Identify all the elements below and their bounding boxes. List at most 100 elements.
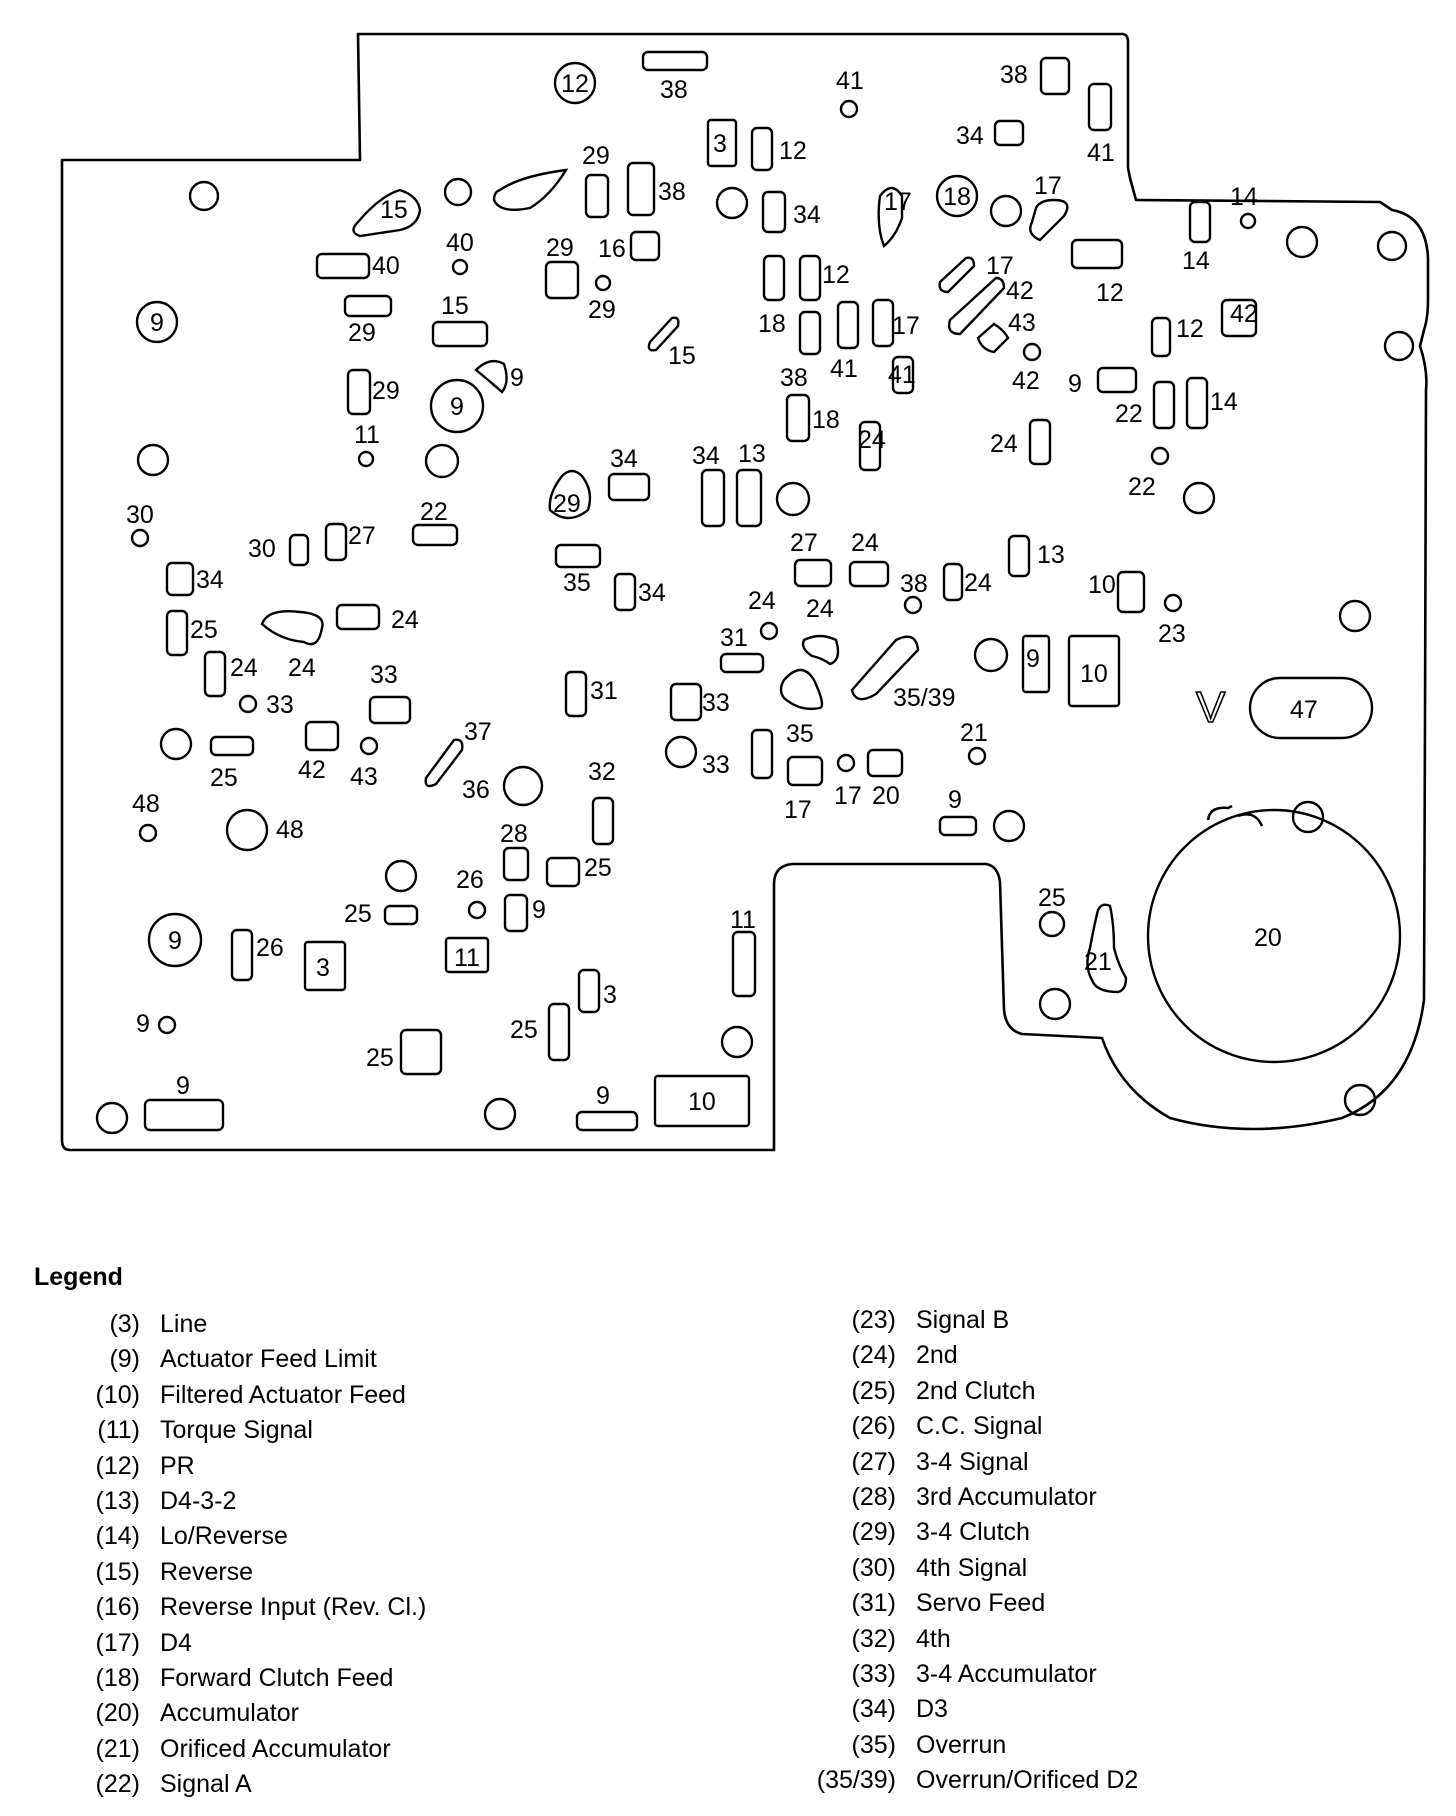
legend-item-name: C.C. Signal	[916, 1412, 1043, 1441]
label: 9	[176, 1072, 190, 1100]
legend-item: (10)Filtered Actuator Feed	[60, 1381, 426, 1416]
legend-item-name: 2nd Clutch	[916, 1376, 1036, 1405]
passage	[785, 393, 811, 443]
label: 24	[748, 587, 776, 615]
passage-35-drop	[779, 668, 824, 711]
circled-label-ring	[429, 378, 485, 434]
legend-item-name: Overrun/Orificed D2	[916, 1766, 1139, 1795]
hole	[664, 735, 698, 769]
label: 3	[603, 981, 617, 1009]
hole	[1376, 230, 1408, 262]
label: 12	[822, 261, 850, 289]
passage	[1116, 570, 1146, 614]
label: 15	[380, 196, 408, 224]
label: 34	[692, 442, 720, 470]
label: 42	[1012, 367, 1040, 395]
legend-item: (9)Actuator Feed Limit	[60, 1345, 426, 1380]
label: 9	[532, 896, 546, 924]
passage	[1039, 56, 1071, 96]
label: 42	[1230, 300, 1258, 328]
legend-item: (21)Orificed Accumulator	[60, 1735, 426, 1770]
label: 41	[888, 361, 916, 389]
label: 48	[276, 816, 304, 844]
passage	[577, 968, 601, 1014]
label: 24	[964, 569, 992, 597]
hole	[839, 99, 859, 119]
legend-item-number: (27)	[851, 1447, 896, 1476]
label: 41	[1087, 139, 1115, 167]
legend-item-number: (10)	[95, 1380, 140, 1409]
label: 24	[806, 595, 834, 623]
passage-17-right	[1029, 198, 1069, 242]
hole	[973, 637, 1009, 673]
legend-item: (14)Lo/Reverse	[60, 1522, 426, 1557]
passage	[641, 50, 709, 72]
label: 9	[510, 364, 524, 392]
label: 15	[668, 342, 696, 370]
label: 29	[588, 296, 616, 324]
hole	[594, 274, 612, 292]
passage	[993, 119, 1025, 147]
legend-item-number: (30)	[851, 1553, 896, 1582]
legend-item-name: Reverse	[160, 1557, 254, 1586]
passage-group	[143, 50, 1374, 1132]
label: 25	[344, 900, 372, 928]
label: 24	[851, 529, 879, 557]
passage	[203, 650, 227, 698]
legend-item: (33)3-4 Accumulator	[790, 1660, 1138, 1695]
label: 42	[1006, 277, 1034, 305]
label: 33	[266, 691, 294, 719]
label: 43	[1008, 309, 1036, 337]
passage	[1007, 534, 1031, 578]
passage	[761, 190, 787, 234]
passage	[502, 846, 530, 882]
passage	[1087, 82, 1113, 132]
circled-label: 12	[561, 70, 589, 98]
legend-item-name: Reverse Input (Rev. Cl.)	[160, 1593, 427, 1622]
passage	[383, 904, 419, 926]
legend-item-name: Orificed Accumulator	[160, 1734, 391, 1763]
passage	[165, 561, 195, 597]
passage	[444, 936, 490, 974]
passage	[1096, 366, 1138, 394]
legend-item-number: (23)	[851, 1306, 896, 1334]
label: 30	[126, 501, 154, 529]
label: 38	[1000, 61, 1028, 89]
label: 11	[354, 421, 380, 449]
passage	[938, 815, 978, 837]
passage	[871, 298, 895, 348]
label: 37	[464, 718, 492, 746]
legend-item-name: 3-4 Signal	[916, 1447, 1029, 1476]
passage-28	[492, 168, 569, 211]
legend-item: (13)D4-3-2	[60, 1487, 426, 1522]
legend-item-number: (34)	[851, 1695, 896, 1724]
label: 14	[1230, 183, 1258, 211]
label: 43	[350, 763, 378, 791]
legend-item-number: (35)	[851, 1730, 896, 1759]
legend-item: (28)3rd Accumulator	[790, 1483, 1138, 1518]
circled-label: 9	[150, 309, 164, 337]
passage	[1067, 634, 1121, 708]
passage-24-oval	[260, 610, 324, 646]
legend-item-name: Servo Feed	[916, 1589, 1046, 1618]
label: 26	[256, 934, 284, 962]
label: 17	[784, 796, 812, 824]
hole	[1291, 800, 1325, 834]
passage	[288, 533, 310, 567]
accumulator-bore	[1146, 808, 1402, 1064]
passage	[368, 695, 412, 725]
passage	[1185, 376, 1209, 430]
passage	[1028, 418, 1052, 466]
label: 11	[454, 944, 480, 972]
passage-17-tall	[877, 186, 904, 248]
label: 28	[500, 820, 528, 848]
legend-item: (3)Line	[60, 1310, 426, 1345]
passage	[315, 252, 371, 280]
label: 9	[596, 1082, 610, 1110]
hole	[483, 1097, 517, 1131]
passage	[544, 260, 580, 300]
label: 26	[456, 866, 484, 894]
hole	[95, 1101, 129, 1135]
label: 29	[348, 319, 376, 347]
legend-item-number: (22)	[95, 1770, 140, 1799]
